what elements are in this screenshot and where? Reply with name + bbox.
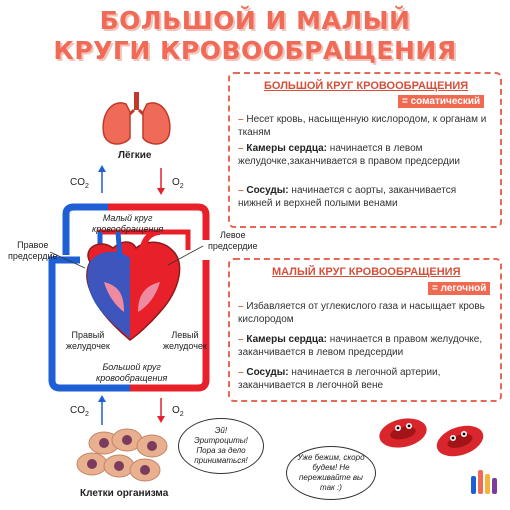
lungs-icon xyxy=(102,92,171,145)
small-circle-item-2: – Камеры сердца: начинается в правом жел… xyxy=(238,334,483,358)
big-circle-tag: = соматический xyxy=(398,95,485,108)
small-circle-item-3: – Сосуды: начинается в легочной артерии,… xyxy=(238,367,441,391)
page-title-line1: БОЛЬШОЙ И МАЛЫЙ xyxy=(99,6,411,35)
small-circle-tag: = легочной xyxy=(428,282,491,295)
page-title-line2: КРУГИ КРОВООБРАЩЕНИЯ xyxy=(53,36,457,65)
big-circle-title: БОЛЬШОЙ КРУГ КРОВООБРАЩЕНИЯ xyxy=(264,80,469,92)
lungs-label: Лёгкие xyxy=(118,150,152,161)
small-circle-item-1: – Избавляется от углекислого газа и насы… xyxy=(238,301,485,325)
logo-icon xyxy=(471,470,497,494)
small-circle-title: МАЛЫЙ КРУГ КРОВООБРАЩЕНИЯ xyxy=(272,266,461,278)
co2-bottom-label: CO2 xyxy=(70,405,89,418)
cells-speech-bubble: Эй! Эритроциты! Пора за дело приниматься… xyxy=(178,418,264,474)
big-circle-item-2: – Камеры сердца: начинается в левом желу… xyxy=(238,143,461,167)
body-cells-icon xyxy=(76,428,168,482)
rbc-speech-bubble: Уже бежим, скоро будем! Не переживайте в… xyxy=(286,446,376,500)
co2-top-label: CO2 xyxy=(70,177,89,190)
heart-icon xyxy=(86,229,181,341)
red-blood-cells-icon xyxy=(379,418,484,457)
big-circle-item-3: – Сосуды: начинается с аорты, заканчивае… xyxy=(238,185,457,209)
o2-bottom-label: O2 xyxy=(172,405,184,418)
o2-top-label: O2 xyxy=(172,177,184,190)
big-circle-item-1: – Несет кровь, насыщенную кислородом, к … xyxy=(238,114,487,138)
cells-label: Клетки организма xyxy=(80,488,169,499)
